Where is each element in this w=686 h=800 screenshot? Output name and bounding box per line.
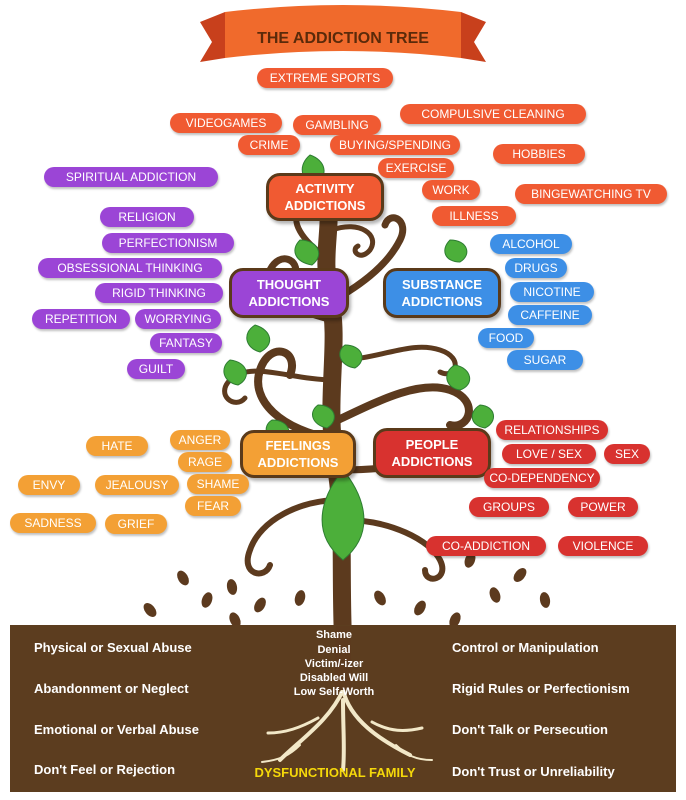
root-factor-left: Don't Feel or Rejection <box>34 762 176 777</box>
activity-addictions-hub: ACTIVITY ADDICTIONS <box>266 173 384 221</box>
title-banner <box>200 5 486 62</box>
root-factor-right: Control or Manipulation <box>452 640 599 655</box>
thought-item: SPIRITUAL ADDICTION <box>44 167 218 187</box>
hub-line: SUBSTANCE <box>402 277 482 292</box>
feelings-item: ANGER <box>170 430 230 450</box>
substance-item: FOOD <box>478 328 534 348</box>
substance-item: CAFFEINE <box>508 305 592 325</box>
substance-item: NICOTINE <box>510 282 594 302</box>
people-item: VIOLENCE <box>558 536 648 556</box>
feelings-item: GRIEF <box>105 514 167 534</box>
thought-item: RIGID THINKING <box>95 283 223 303</box>
hub-line: ADDICTIONS <box>248 294 330 309</box>
hub-line: ADDICTIONS <box>257 455 339 470</box>
people-item: SEX <box>604 444 650 464</box>
feelings-item: SHAME <box>187 474 249 494</box>
hub-line: ADDICTIONS <box>284 198 366 213</box>
hub-line: ADDICTIONS <box>401 294 483 309</box>
activity-item: BUYING/SPENDING <box>330 135 460 155</box>
activity-item: WORK <box>422 180 480 200</box>
core-issue: Disabled Will <box>299 672 369 684</box>
root-factor-left: Emotional or Verbal Abuse <box>34 722 199 737</box>
thought-item: PERFECTIONISM <box>102 233 234 253</box>
trunk <box>222 191 473 649</box>
thought-item: WORRYING <box>135 309 221 329</box>
thought-addictions-hub: THOUGHT ADDICTIONS <box>229 268 349 318</box>
hub-line: ACTIVITY <box>295 181 355 196</box>
feelings-item: ENVY <box>18 475 80 495</box>
dysfunctional-family-label: DYSFUNCTIONAL FAMILY <box>254 765 416 780</box>
activity-item: VIDEOGAMES <box>170 113 282 133</box>
hub-line: ADDICTIONS <box>391 454 473 469</box>
hub-line: FEELINGS <box>265 438 331 453</box>
thought-item: OBSESSIONAL THINKING <box>38 258 222 278</box>
people-item: LOVE / SEX <box>502 444 596 464</box>
activity-item: EXERCISE <box>378 158 454 178</box>
substance-item: SUGAR <box>507 350 583 370</box>
root-factor-left: Abandonment or Neglect <box>34 681 189 696</box>
people-item: POWER <box>568 497 638 517</box>
core-issue: Low Self-Worth <box>293 686 375 698</box>
thought-item: FANTASY <box>150 333 222 353</box>
people-item: RELATIONSHIPS <box>496 420 608 440</box>
activity-item: EXTREME SPORTS <box>257 68 393 88</box>
thought-item: REPETITION <box>32 309 130 329</box>
root-factor-right: Rigid Rules or Perfectionism <box>452 681 630 696</box>
substance-item: ALCOHOL <box>490 234 572 254</box>
people-item: CO-DEPENDENCY <box>484 468 600 488</box>
substance-item: DRUGS <box>505 258 567 278</box>
root-factor-right: Don't Talk or Persecution <box>452 722 608 737</box>
feelings-item: FEAR <box>185 496 241 516</box>
people-addictions-hub: PEOPLE ADDICTIONS <box>373 428 491 478</box>
feelings-item: SADNESS <box>10 513 96 533</box>
activity-item: COMPULSIVE CLEANING <box>400 104 586 124</box>
activity-item: ILLNESS <box>432 206 516 226</box>
activity-item: GAMBLING <box>293 115 381 135</box>
feelings-addictions-hub: FEELINGS ADDICTIONS <box>240 430 356 478</box>
feelings-item: HATE <box>86 436 148 456</box>
people-item: GROUPS <box>469 497 549 517</box>
people-item: CO-ADDICTION <box>426 536 546 556</box>
hub-line: THOUGHT <box>256 277 322 292</box>
core-issue: Victim/-izer <box>304 658 364 670</box>
feelings-item: RAGE <box>178 452 232 472</box>
activity-item: BINGEWATCHING TV <box>515 184 667 204</box>
substance-addictions-hub: SUBSTANCE ADDICTIONS <box>383 268 501 318</box>
thought-item: GUILT <box>127 359 185 379</box>
falling-leaves <box>143 552 551 628</box>
feelings-item: JEALOUSY <box>95 475 179 495</box>
thought-item: RELIGION <box>100 207 194 227</box>
hub-line: PEOPLE <box>405 437 459 452</box>
activity-item: HOBBIES <box>493 144 585 164</box>
core-issue: Denial <box>317 644 351 656</box>
core-issue: Shame <box>315 629 353 641</box>
root-factor-left: Physical or Sexual Abuse <box>34 640 192 655</box>
root-factor-right: Don't Trust or Unreliability <box>452 764 615 779</box>
activity-item: CRIME <box>238 135 300 155</box>
diagram-title: THE ADDICTION TREE <box>257 30 429 47</box>
